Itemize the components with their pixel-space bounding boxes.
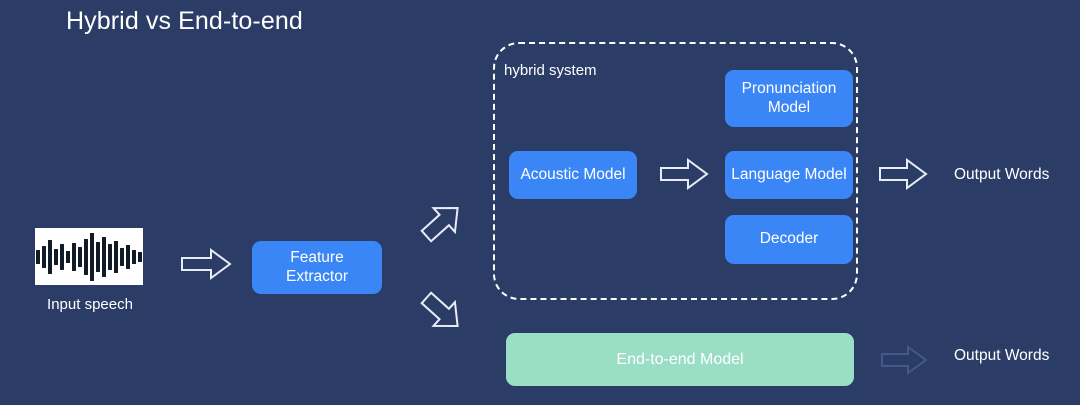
waveform-bar: [114, 240, 118, 273]
waveform-bar: [66, 250, 70, 263]
waveform-bar: [78, 246, 82, 267]
output-words-hybrid-label: Output Words: [954, 166, 1050, 183]
arrow-right-icon: [180, 247, 232, 281]
hybrid-system-label: hybrid system: [504, 62, 597, 79]
feature-extractor-label-line1: Feature: [290, 248, 344, 266]
waveform-bar: [102, 236, 106, 277]
feature-extractor-label-line2: Extractor: [285, 267, 348, 285]
arrow-down-right-icon: [418, 288, 466, 336]
output-words-e2e-label: Output Words: [954, 347, 1050, 364]
page-title: Hybrid vs End-to-end: [66, 7, 303, 35]
waveform-bar: [60, 243, 64, 270]
hybrid-system-container: [493, 42, 858, 300]
waveform-bar: [120, 247, 124, 266]
pronunciation-model-label-line1: Pronunciation: [741, 79, 837, 97]
end-to-end-model-label: End-to-end Model: [616, 350, 744, 368]
decoder-label: Decoder: [759, 230, 819, 248]
speech-waveform-icon: [35, 228, 143, 285]
pronunciation-model-node[interactable]: Pronunciation Model: [725, 70, 853, 127]
arrow-right-icon: [878, 157, 928, 191]
waveform-bar: [54, 248, 58, 265]
waveform-bar: [90, 232, 94, 281]
waveform-bar: [48, 239, 52, 274]
language-model-node[interactable]: Language Model: [725, 151, 853, 199]
acoustic-model-node[interactable]: Acoustic Model: [509, 151, 637, 199]
arrow-up-right-icon: [418, 198, 466, 246]
arrow-right-icon: [880, 344, 928, 376]
decoder-node[interactable]: Decoder: [725, 215, 853, 264]
feature-extractor-node[interactable]: Feature Extractor: [252, 241, 382, 294]
waveform-bar: [96, 241, 100, 272]
waveform-bar: [108, 243, 112, 270]
input-speech-label: Input speech: [47, 296, 133, 313]
waveform-bar: [72, 242, 76, 271]
waveform-bar: [36, 249, 40, 264]
pronunciation-model-label-line2: Model: [767, 98, 811, 116]
waveform-bar: [42, 245, 46, 268]
end-to-end-model-node[interactable]: End-to-end Model: [506, 333, 854, 386]
waveform-bar: [132, 249, 136, 264]
waveform-bar: [138, 251, 142, 262]
waveform-bar: [126, 244, 130, 269]
acoustic-model-label: Acoustic Model: [520, 165, 626, 183]
arrow-right-icon: [659, 157, 709, 191]
language-model-label: Language Model: [731, 165, 847, 183]
waveform-bar: [84, 238, 88, 275]
